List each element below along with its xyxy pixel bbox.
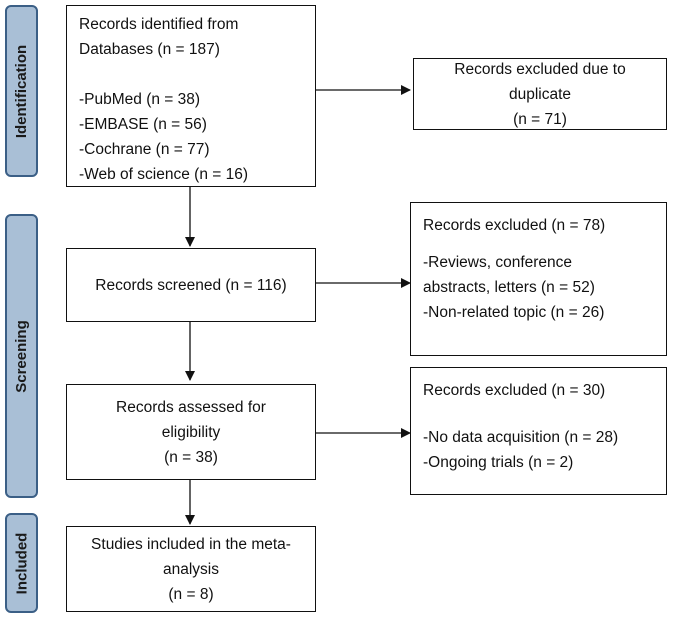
source-web-of-science: -Web of science (n = 16)	[79, 166, 249, 183]
identified-title-line1: Records identified from	[79, 16, 239, 33]
phase-identification-label: Identification	[5, 5, 38, 177]
identified-title-line2: Databases (n = 187)	[79, 41, 220, 58]
eligibility-excluded-title: Records excluded (n = 30)	[423, 382, 606, 399]
source-embase: -EMBASE (n = 56)	[79, 116, 207, 133]
eligibility-excluded-box: Records excluded (n = 30) -No data acqui…	[410, 367, 667, 495]
reason-non-related: -Non-related topic (n = 26)	[423, 304, 605, 321]
included-line2: analysis	[163, 560, 219, 578]
included-line1: Studies included in the meta-	[91, 535, 291, 553]
source-cochrane: -Cochrane (n = 77)	[79, 141, 210, 158]
duplicates-line1: Records excluded due to	[454, 60, 626, 78]
eligibility-line1: Records assessed for	[116, 398, 266, 416]
phase-included-label: Included	[5, 513, 38, 613]
records-screened-box: Records screened (n = 116)	[66, 248, 316, 322]
reason-abstracts-letters: abstracts, letters (n = 52)	[423, 279, 595, 296]
studies-included-box: Studies included in the meta- analysis (…	[66, 526, 316, 612]
phase-screening-label: Screening	[5, 214, 38, 498]
screening-excluded-box: Records excluded (n = 78) -Reviews, conf…	[410, 202, 667, 356]
duplicates-line2: duplicate	[508, 85, 572, 103]
source-pubmed: -PubMed (n = 38)	[79, 91, 201, 108]
reason-no-data: -No data acquisition (n = 28)	[423, 429, 619, 446]
eligibility-line2: eligibility	[161, 423, 221, 441]
eligibility-box: Records assessed for eligibility (n = 38…	[66, 384, 316, 480]
eligibility-count: (n = 38)	[164, 448, 218, 466]
duplicates-count: (n = 71)	[513, 110, 567, 128]
duplicates-excluded-box: Records excluded due to duplicate (n = 7…	[413, 58, 667, 130]
reason-reviews: -Reviews, conference	[423, 254, 573, 271]
reason-ongoing-trials: -Ongoing trials (n = 2)	[423, 454, 574, 471]
included-count: (n = 8)	[168, 585, 214, 603]
screened-label: Records screened (n = 116)	[95, 276, 287, 294]
screening-excluded-title: Records excluded (n = 78)	[423, 217, 606, 234]
records-identified-box: Records identified from Databases (n = 1…	[66, 5, 316, 187]
